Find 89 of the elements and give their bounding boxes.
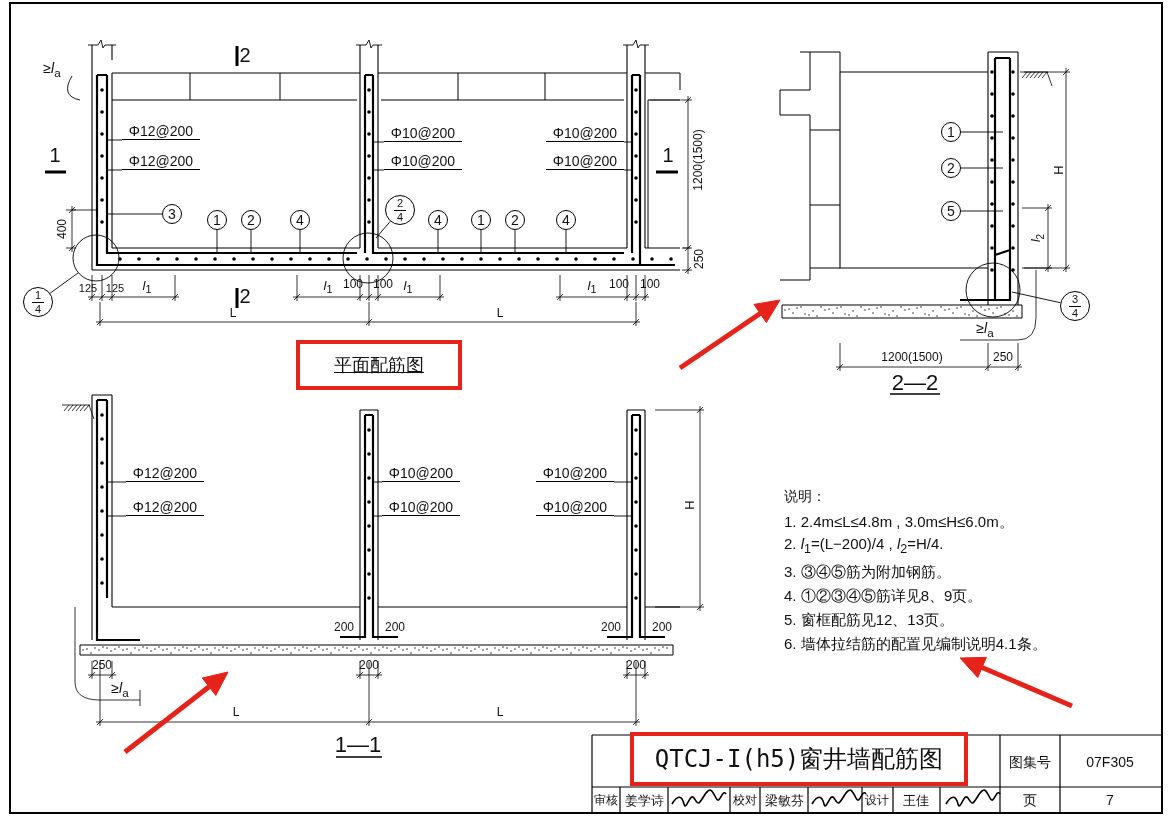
note-text: 6. 墙体拉结筋的配置见编制说明4.1条。 bbox=[784, 635, 1047, 651]
highlight-box: 平面配筋图 bbox=[296, 340, 462, 390]
leader-line bbox=[373, 141, 385, 143]
leader-line bbox=[623, 141, 632, 143]
dimension-label: 100 bbox=[343, 278, 363, 290]
title-block-text: 7 bbox=[1106, 793, 1114, 807]
dimension-label: l$_{1}$ bbox=[403, 278, 413, 296]
view-title: 2—2 bbox=[891, 372, 939, 394]
dimension-label: L bbox=[496, 706, 504, 718]
dimension-label: 1200(1500) bbox=[881, 351, 943, 363]
dimension-label: 200 bbox=[626, 659, 646, 671]
rebar-label: Φ10@200 bbox=[384, 152, 462, 170]
leader-line bbox=[373, 481, 383, 483]
dimension-label: 200 bbox=[359, 659, 379, 671]
leader-line bbox=[375, 220, 391, 239]
dimension-label: H bbox=[682, 500, 696, 510]
leader-line bbox=[514, 229, 516, 253]
leader-line bbox=[613, 515, 632, 517]
rebar-label: Φ10@200 bbox=[536, 464, 614, 482]
dimension-label: ≥l$_{a}$ bbox=[976, 321, 994, 339]
leader-line bbox=[107, 515, 127, 517]
dimension-label: 250 bbox=[92, 659, 112, 671]
dimension-label: l$_{1}$ bbox=[142, 278, 152, 296]
leader-line bbox=[107, 213, 163, 215]
dimension-label: l$_{1}$ bbox=[587, 278, 597, 296]
leader-line bbox=[623, 169, 632, 171]
section-mark: 1 bbox=[662, 145, 674, 165]
dimension-label: 100 bbox=[609, 278, 629, 290]
title-block-text: 页 bbox=[1023, 793, 1037, 807]
dimension-label: 200 bbox=[652, 621, 672, 633]
dimension-label: 200 bbox=[334, 621, 354, 633]
leader-line bbox=[960, 167, 1004, 169]
dimension-label: 100 bbox=[373, 278, 393, 290]
dimension-label: L bbox=[496, 307, 504, 319]
dimension-label: l$_{1}$ bbox=[323, 278, 333, 296]
notes-heading: 说明： bbox=[784, 489, 826, 503]
dimension-label: 1200(1500) bbox=[692, 129, 704, 191]
rebar-label: Φ12@200 bbox=[126, 498, 204, 516]
leader-line bbox=[107, 169, 123, 171]
rebar-label: Φ12@200 bbox=[122, 122, 200, 140]
leader-line bbox=[480, 229, 482, 253]
rebar-label: Φ10@200 bbox=[546, 124, 624, 142]
leader-line bbox=[1011, 291, 1061, 304]
view-title: 1—1 bbox=[334, 734, 382, 756]
note-text: 2. l$_{1}$=(L−200)/4 , l$_{2}$=H/4. bbox=[784, 536, 944, 556]
rebar-label: Φ10@200 bbox=[384, 124, 462, 142]
leader-line bbox=[373, 169, 385, 171]
leader-line bbox=[250, 229, 252, 253]
title-block-text: 07F305 bbox=[1086, 755, 1134, 769]
dimension-label: H bbox=[1051, 165, 1065, 175]
rebar-label: Φ10@200 bbox=[382, 464, 460, 482]
rebar-label: Φ10@200 bbox=[536, 498, 614, 516]
note-text: 1. 2.4m≤L≤4.8m , 3.0m≤H≤6.0m。 bbox=[784, 513, 1014, 529]
leader-line bbox=[437, 229, 439, 253]
leader-line bbox=[565, 229, 567, 253]
dimension-label: 250 bbox=[993, 351, 1013, 363]
dimension-label: 400 bbox=[56, 219, 68, 239]
note-text: 4. ①②③④⑤筋详见8、9页。 bbox=[784, 587, 983, 603]
rebar-label: Φ10@200 bbox=[546, 152, 624, 170]
rebar-label: Φ12@200 bbox=[126, 464, 204, 482]
leader-line bbox=[299, 229, 301, 253]
section-mark: 2 bbox=[239, 45, 251, 65]
dimension-label: 200 bbox=[385, 621, 405, 633]
dimension-label: 200 bbox=[601, 621, 621, 633]
leader-line bbox=[960, 210, 1004, 212]
leader-line bbox=[373, 515, 383, 517]
dimension-label: 125 bbox=[78, 282, 98, 294]
dimension-label: 250 bbox=[693, 249, 705, 269]
highlight-box: QTCJ-I(h5)窗井墙配筋图 bbox=[630, 732, 968, 786]
leader-line bbox=[216, 229, 218, 253]
rebar-label: Φ12@200 bbox=[122, 152, 200, 170]
rebar-label: Φ10@200 bbox=[382, 498, 460, 516]
note-text: 5. 窗框配筋见12、13页。 bbox=[784, 611, 955, 627]
section-mark: 2 bbox=[239, 286, 251, 306]
leader-line bbox=[49, 272, 79, 294]
dimension-label: L bbox=[232, 706, 240, 718]
dimension-label: 125 bbox=[105, 282, 125, 294]
note-text: 3. ③④⑤筋为附加钢筋。 bbox=[784, 563, 951, 579]
dimension-label: L bbox=[229, 307, 237, 319]
title-block-text: 图集号 bbox=[1009, 755, 1051, 769]
dimension-label: 100 bbox=[640, 278, 660, 290]
section-mark: 1 bbox=[49, 145, 61, 165]
leader-line bbox=[960, 131, 1004, 133]
title-block-text: 审核 bbox=[594, 794, 618, 806]
dimension-label: ≥l$_{a}$ bbox=[43, 61, 61, 79]
leader-line bbox=[613, 481, 632, 483]
leader-line bbox=[107, 481, 127, 483]
dimension-label: ≥l$_{a}$ bbox=[111, 681, 129, 699]
leader-line bbox=[107, 139, 123, 141]
